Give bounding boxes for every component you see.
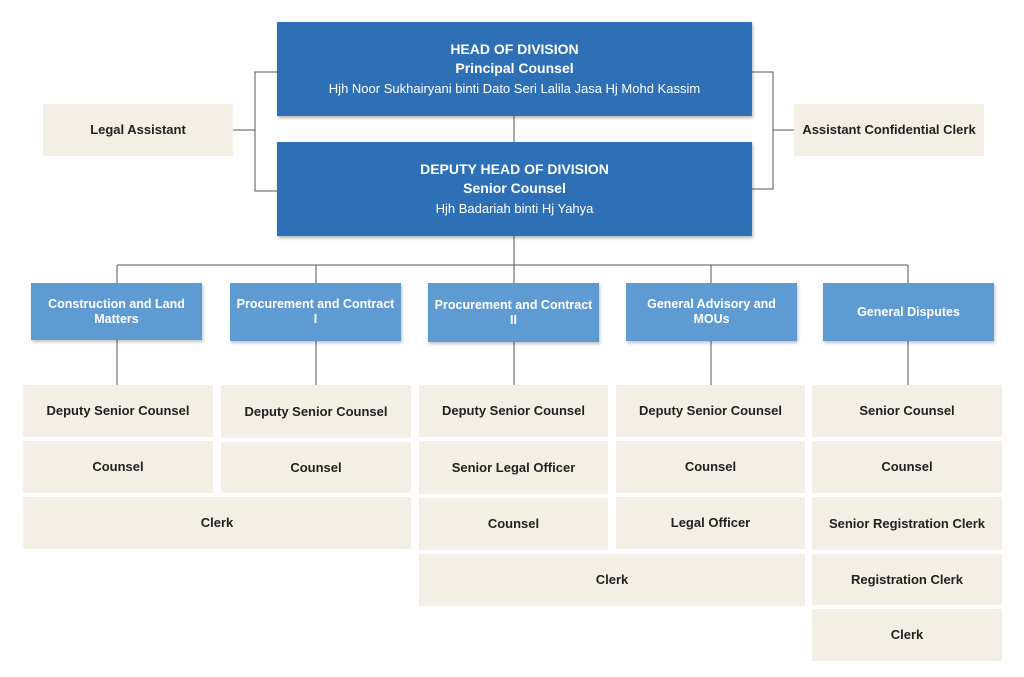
role-label: Senior Registration Clerk [828, 515, 986, 531]
role-label: Senior Counsel [859, 403, 955, 419]
assistant-confidential-clerk-label: Assistant Confidential Clerk [802, 122, 976, 138]
role-box: Senior Legal Officer [419, 441, 608, 494]
head-title: HEAD OF DIVISION [450, 41, 579, 58]
unit-general-advisory-mous: General Advisory and MOUs [626, 283, 797, 341]
unit-general-disputes: General Disputes [823, 283, 994, 341]
role-box: Registration Clerk [812, 554, 1002, 605]
role-box: Counsel [23, 441, 213, 493]
deputy-role: Senior Counsel [463, 180, 566, 197]
role-label: Senior Legal Officer [451, 459, 576, 475]
role-box: Legal Officer [616, 497, 805, 549]
unit-procurement-contract-2: Procurement and Contract II [428, 283, 599, 342]
role-box: Counsel [812, 441, 1002, 493]
head-role: Principal Counsel [455, 60, 574, 77]
assistant-confidential-clerk-box: Assistant Confidential Clerk [794, 104, 984, 156]
role-label: Counsel [290, 459, 342, 475]
connector-left-bracket [254, 71, 277, 192]
role-label: Deputy Senior Counsel [244, 403, 388, 419]
unit-label: General Advisory and MOUs [647, 297, 776, 326]
role-label: Registration Clerk [851, 571, 963, 587]
role-box: Senior Registration Clerk [812, 497, 1002, 550]
deputy-title: DEPUTY HEAD OF DIVISION [420, 161, 609, 178]
role-label: Counsel [881, 459, 933, 475]
role-label: Counsel [487, 516, 540, 532]
role-label: Clerk [890, 627, 924, 643]
role-label: Deputy Senior Counsel [441, 403, 586, 419]
legal-assistant-box: Legal Assistant [43, 104, 233, 156]
unit-construction-land: Construction and Land Matters [31, 283, 202, 340]
shared-clerk-box-units-1-2: Clerk [23, 497, 411, 549]
role-label: Clerk [200, 515, 234, 531]
shared-clerk-box-units-3-4: Clerk [419, 554, 805, 606]
unit-label: Procurement and Contract I [236, 297, 395, 326]
connector-right-bracket [752, 71, 774, 190]
deputy-name: Hjh Badariah binti Hj Yahya [435, 201, 594, 216]
unit-label: Procurement and Contract II [434, 297, 593, 327]
role-label: Counsel [684, 459, 737, 475]
role-box: Clerk [812, 609, 1002, 661]
role-label: Legal Officer [670, 515, 751, 531]
role-box: Counsel [221, 442, 411, 493]
deputy-head-box: DEPUTY HEAD OF DIVISION Senior Counsel H… [277, 142, 752, 236]
role-box: Deputy Senior Counsel [23, 385, 213, 437]
role-box: Deputy Senior Counsel [221, 385, 411, 438]
unit-label: Construction and Land Matters [48, 296, 185, 326]
role-label: Deputy Senior Counsel [46, 403, 190, 419]
unit-procurement-contract-1: Procurement and Contract I [230, 283, 401, 341]
unit-label: General Disputes [857, 304, 960, 319]
role-box: Senior Counsel [812, 385, 1002, 437]
role-label: Clerk [595, 572, 629, 588]
role-label: Counsel [92, 459, 144, 475]
role-box: Deputy Senior Counsel [616, 385, 805, 437]
head-of-division-box: HEAD OF DIVISION Principal Counsel Hjh N… [277, 22, 752, 116]
legal-assistant-label: Legal Assistant [90, 122, 186, 138]
role-label: Deputy Senior Counsel [638, 403, 783, 419]
role-box: Counsel [419, 498, 608, 550]
role-box: Counsel [616, 441, 805, 493]
head-name: Hjh Noor Sukhairyani binti Dato Seri Lal… [328, 81, 701, 96]
role-box: Deputy Senior Counsel [419, 385, 608, 437]
